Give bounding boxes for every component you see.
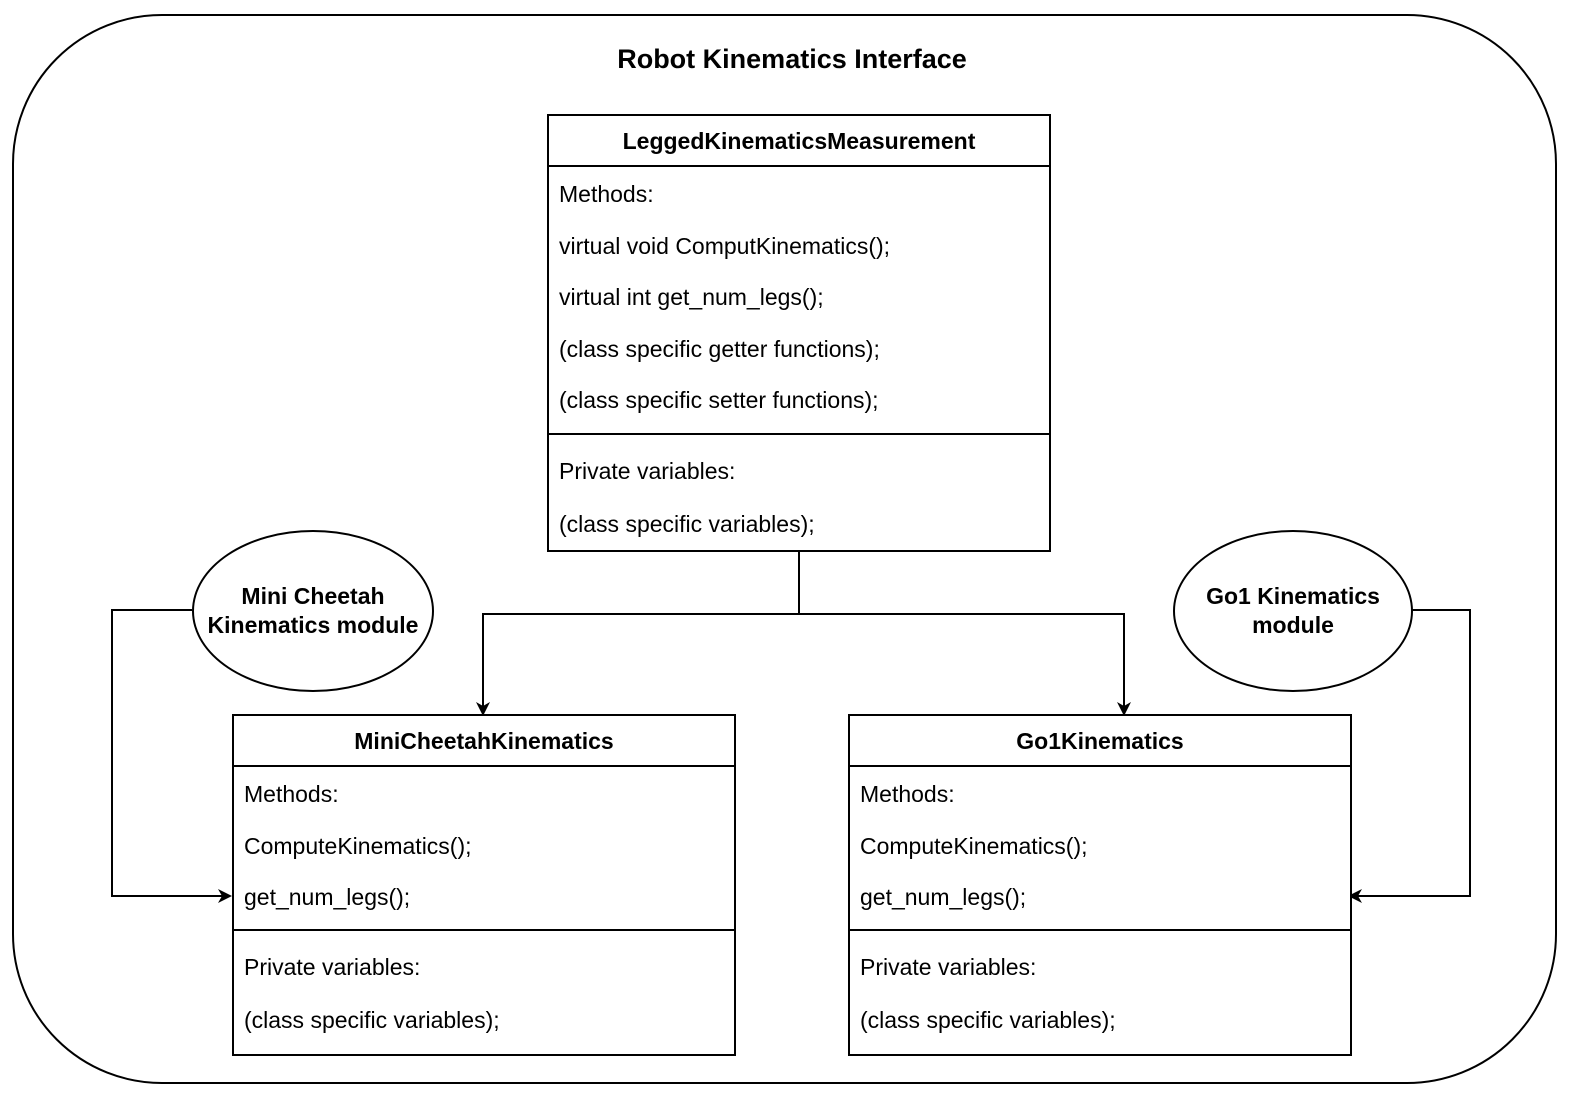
module-label-line: module [1252, 612, 1334, 638]
class-name: Go1Kinematics [850, 716, 1350, 767]
methods-heading: Methods: [860, 781, 955, 807]
module-go1: Go1 Kinematics module [1173, 530, 1413, 692]
module-label-line: Mini Cheetah [241, 583, 385, 609]
variables-section: Private variables: (class specific varia… [234, 931, 734, 1045]
variables-heading: Private variables: [860, 954, 1037, 980]
class-name: LeggedKinematicsMeasurement [549, 116, 1049, 167]
interface-boundary [12, 14, 1557, 1084]
method-item: (class specific setter functions); [559, 387, 879, 413]
method-item: ComputeKinematics(); [244, 832, 472, 859]
class-legged-kinematics-measurement: LeggedKinematicsMeasurement Methods: vir… [547, 114, 1051, 552]
methods-heading: Methods: [559, 181, 654, 207]
module-label-line: Kinematics module [207, 612, 419, 638]
methods-heading: Methods: [244, 781, 339, 807]
class-go1-kinematics: Go1Kinematics Methods: ComputeKinematics… [848, 714, 1352, 1056]
variables-section: Private variables: (class specific varia… [850, 931, 1350, 1045]
class-mini-cheetah-kinematics: MiniCheetahKinematics Methods: ComputeKi… [232, 714, 736, 1056]
inheritance-arrow-right [799, 613, 1131, 716]
module-arrow-left [111, 609, 232, 903]
variables-heading: Private variables: [559, 458, 736, 484]
method-item: get_num_legs(); [244, 884, 411, 910]
method-item: get_num_legs(); [860, 884, 1027, 910]
methods-section: Methods: ComputeKinematics(); get_num_le… [850, 767, 1350, 931]
class-name: MiniCheetahKinematics [234, 716, 734, 767]
method-item: virtual int get_num_legs(); [559, 284, 824, 310]
variable-item: (class specific variables); [860, 1007, 1116, 1033]
module-mini-cheetah: Mini Cheetah Kinematics module [192, 530, 434, 692]
method-item: ComputeKinematics(); [860, 832, 1088, 859]
method-item: virtual void ComputKinematics(); [559, 232, 891, 259]
methods-section: Methods: virtual void ComputKinematics()… [549, 167, 1049, 435]
module-arrow-right [1348, 609, 1471, 903]
module-label-line: Go1 Kinematics [1206, 583, 1380, 609]
variables-section: Private variables: (class specific varia… [549, 435, 1049, 549]
method-item: (class specific getter functions); [559, 335, 880, 362]
methods-section: Methods: ComputeKinematics(); get_num_le… [234, 767, 734, 931]
diagram-title: Robot Kinematics Interface [617, 44, 967, 74]
variable-item: (class specific variables); [559, 511, 815, 537]
inheritance-arrow-left [476, 613, 799, 716]
variable-item: (class specific variables); [244, 1007, 500, 1033]
variables-heading: Private variables: [244, 954, 421, 980]
